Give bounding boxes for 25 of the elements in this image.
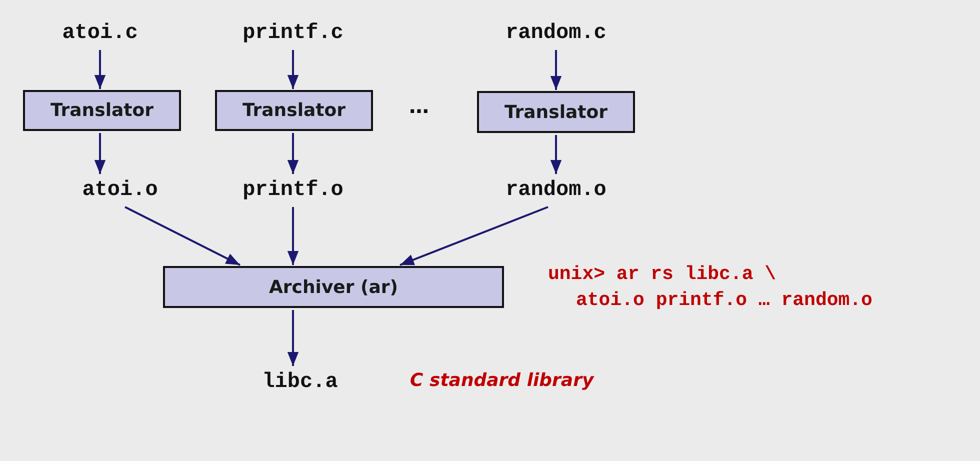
arrow <box>400 206 548 266</box>
process-box: Translator <box>23 90 181 131</box>
arrow <box>550 135 562 174</box>
file-name: random.c <box>506 22 606 44</box>
command-text: unix> ar rs libc.a \ <box>548 263 776 285</box>
process-box: Translator <box>215 90 373 131</box>
file-name: random.o <box>506 178 606 202</box>
arrow <box>287 50 299 89</box>
process-box: Archiver (ar) <box>163 266 504 308</box>
file-name: atoi.o <box>82 178 158 202</box>
file-name: atoi.c <box>62 22 138 44</box>
arrow <box>287 133 299 174</box>
arrow <box>287 310 299 366</box>
ellipsis: … <box>409 94 429 118</box>
file-name: libc.a <box>262 370 338 394</box>
arrow <box>287 207 299 265</box>
command-text: atoi.o printf.o … random.o <box>576 289 872 311</box>
arrow <box>550 50 562 90</box>
caption: C standard library <box>410 370 594 391</box>
arrow <box>94 50 106 89</box>
file-name: printf.o <box>242 178 344 202</box>
file-name: printf.c <box>242 22 344 44</box>
process-box: Translator <box>477 91 635 133</box>
arrow <box>94 133 106 174</box>
arrow <box>124 206 240 266</box>
